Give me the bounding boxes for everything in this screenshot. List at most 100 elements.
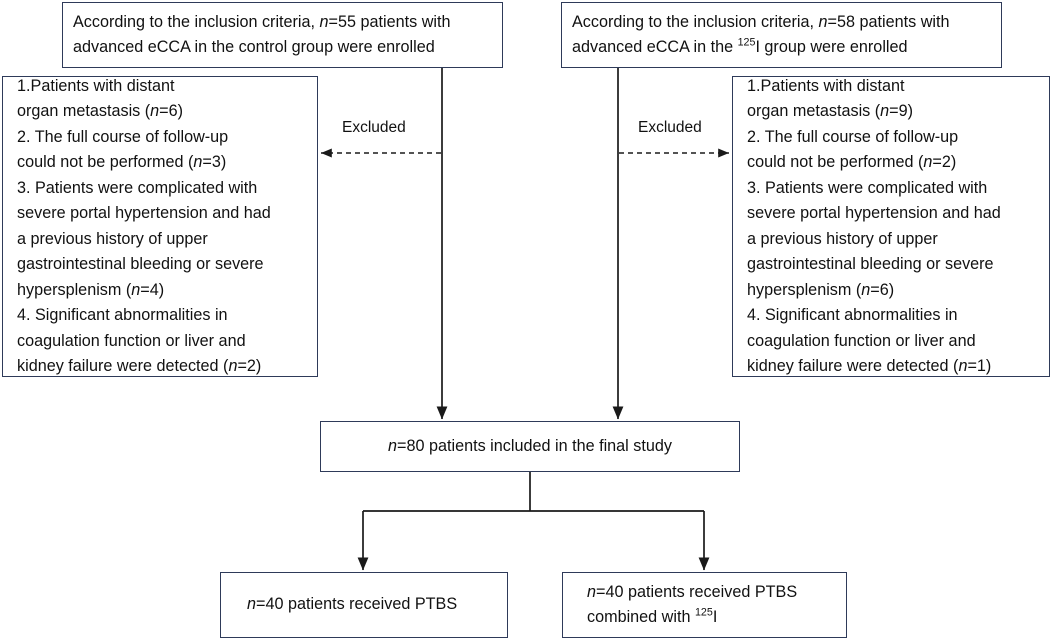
exclusion-criterion-line: 4. Significant abnormalities in [17, 303, 307, 329]
exclusion-criterion-index: 3. [17, 178, 35, 197]
exclusion-criterion-text: Significant abnormalities in [35, 306, 228, 324]
exclusion-criterion-text: organ metastasis ( [17, 102, 151, 120]
node-enrollment-control: According to the inclusion criteria, n=5… [62, 2, 503, 68]
exclusion-criterion-text: hypersplenism ( [17, 280, 132, 299]
exclusion-criterion-text: kidney failure were detected ( [747, 357, 959, 375]
enrollment-control-line2: advanced eCCA in the control group were … [73, 38, 435, 56]
enrollment-125i-line1: According to the inclusion criteria, n=5… [572, 10, 991, 36]
exclusion-criterion-text: Patients were complicated with [765, 178, 988, 197]
enrollment-control-line1-prefix: According to the inclusion criteria, [73, 12, 320, 31]
exclusion-criterion-line: 1.Patients with distant [747, 74, 1039, 100]
exclusion-criterion-line: 3. Patients were complicated with [17, 176, 307, 202]
node-final-study: n=80 patients included in the final stud… [320, 421, 740, 472]
final-study-line: n=80 patients included in the final stud… [388, 434, 672, 460]
exclusion-criterion-line: severe portal hypertension and had [747, 201, 1039, 227]
exclusion-criterion-text: organ metastasis ( [747, 102, 881, 120]
arm-ptbs-line: n=40 patients received PTBS [247, 592, 497, 618]
exclusion-n-symbol: n [861, 280, 871, 299]
exclusion-criterion-text: The full course of follow-up [764, 127, 959, 146]
enrollment-125i-line1-prefix: According to the inclusion criteria, [572, 12, 819, 31]
exclusion-criterion-line: a previous history of upper [747, 227, 1039, 253]
exclusion-n-value: =2) [932, 153, 957, 171]
enrollment-control-n-value: =55 patients with [328, 12, 451, 31]
enrollment-control-n-symbol: n [319, 12, 329, 31]
exclusion-criterion-index: 2. [747, 127, 765, 146]
isotope-superscript: 125 [737, 36, 756, 49]
enrollment-125i-line2: advanced eCCA in the 125I group were enr… [572, 35, 991, 61]
exclusion-n-symbol: n [958, 357, 968, 375]
exclusion-criterion-text: coagulation function or liver and [17, 331, 246, 350]
exclusion-n-symbol: n [131, 280, 141, 299]
exclusion-criterion-text: gastrointestinal bleeding or severe [747, 255, 994, 273]
exclusion-criterion-text: gastrointestinal bleeding or severe [17, 255, 264, 273]
arm-ptbs-125i-line2-suffix: I [712, 608, 718, 626]
final-study-n-symbol: n [388, 436, 398, 455]
edge-label-excluded-125i: Excluded [635, 119, 705, 137]
exclusion-criterion-text: Significant abnormalities in [765, 306, 958, 324]
arm-ptbs-125i-line2-prefix: combined with [587, 608, 695, 626]
exclusion-criterion-text: Patients with distant [30, 76, 175, 95]
exclusion-n-symbol: n [880, 102, 890, 120]
exclusion-criterion-line: gastrointestinal bleeding or severe [747, 252, 1039, 278]
exclusion-criterion-text: severe portal hypertension and had [747, 204, 1001, 222]
arm-ptbs-125i-line1: n=40 patients received PTBS [587, 580, 836, 606]
arm-ptbs-text: =40 patients received PTBS [256, 595, 458, 614]
exclusion-n-symbol: n [228, 357, 238, 375]
exclusion-criterion-line: coagulation function or liver and [17, 329, 307, 355]
exclusion-n-value: =1) [967, 357, 992, 375]
exclusion-criterion-line: severe portal hypertension and had [17, 201, 307, 227]
exclusion-criterion-line: coagulation function or liver and [747, 329, 1039, 355]
exclusion-criterion-text: could not be performed ( [747, 153, 924, 171]
isotope-superscript: 125 [694, 606, 713, 619]
exclusion-n-value: =6) [159, 102, 184, 120]
exclusion-criterion-index: 2. [17, 127, 35, 146]
exclusion-criterion-line: hypersplenism (n=6) [747, 278, 1039, 304]
exclusion-criterion-line: kidney failure were detected (n=2) [17, 354, 307, 380]
exclusion-criterion-line: organ metastasis (n=6) [17, 99, 307, 125]
exclusion-criterion-text: a previous history of upper [17, 229, 208, 248]
exclusion-n-value: =3) [202, 153, 227, 171]
exclusion-criterion-line: 2. The full course of follow-up [747, 125, 1039, 151]
exclusion-criterion-line: organ metastasis (n=9) [747, 99, 1039, 125]
exclusion-n-symbol: n [193, 153, 203, 171]
exclusion-criterion-text: Patients with distant [760, 76, 905, 95]
exclusion-criterion-line: hypersplenism (n=4) [17, 278, 307, 304]
edge-label-excluded-control: Excluded [339, 119, 409, 137]
exclusion-criterion-index: 4. [747, 306, 765, 324]
exclusion-n-symbol: n [150, 102, 160, 120]
exclusion-criterion-text: severe portal hypertension and had [17, 204, 271, 222]
exclusion-n-value: =9) [889, 102, 914, 120]
exclusion-criterion-line: could not be performed (n=3) [17, 150, 307, 176]
exclusion-criterion-line: could not be performed (n=2) [747, 150, 1039, 176]
exclusion-criterion-line: a previous history of upper [17, 227, 307, 253]
exclusion-criterion-index: 1. [747, 76, 761, 95]
exclusion-criterion-line: 2. The full course of follow-up [17, 125, 307, 151]
enrollment-125i-line2-prefix: advanced eCCA in the [572, 38, 738, 56]
exclusion-criterion-line: 3. Patients were complicated with [747, 176, 1039, 202]
exclusion-n-value: =4) [140, 280, 165, 299]
enrollment-control-line1: According to the inclusion criteria, n=5… [73, 10, 492, 36]
exclusion-criterion-line: kidney failure were detected (n=1) [747, 354, 1039, 380]
enrollment-125i-line2-suffix: I group were enrolled [755, 38, 908, 56]
arm-ptbs-125i-n-symbol: n [587, 582, 597, 601]
exclusion-criterion-text: kidney failure were detected ( [17, 357, 229, 375]
exclusion-criterion-line: 1.Patients with distant [17, 74, 307, 100]
exclusion-n-value: =6) [870, 280, 895, 299]
exclusion-criterion-index: 4. [17, 306, 35, 324]
enrollment-125i-n-symbol: n [818, 12, 828, 31]
exclusion-criterion-index: 3. [747, 178, 765, 197]
final-study-text: =80 patients included in the final study [397, 436, 672, 455]
exclusion-criterion-text: could not be performed ( [17, 153, 194, 171]
exclusion-criterion-text: Patients were complicated with [35, 178, 258, 197]
enrollment-125i-n-value: =58 patients with [827, 12, 950, 31]
arm-ptbs-n-symbol: n [247, 595, 257, 614]
node-arm-ptbs: n=40 patients received PTBS [220, 572, 508, 638]
arm-ptbs-125i-text: =40 patients received PTBS [596, 582, 798, 601]
node-arm-ptbs-125i: n=40 patients received PTBS combined wit… [562, 572, 847, 638]
arm-ptbs-125i-line2: combined with 125I [587, 605, 836, 631]
exclusion-n-symbol: n [923, 153, 933, 171]
exclusion-criterion-line: gastrointestinal bleeding or severe [17, 252, 307, 278]
